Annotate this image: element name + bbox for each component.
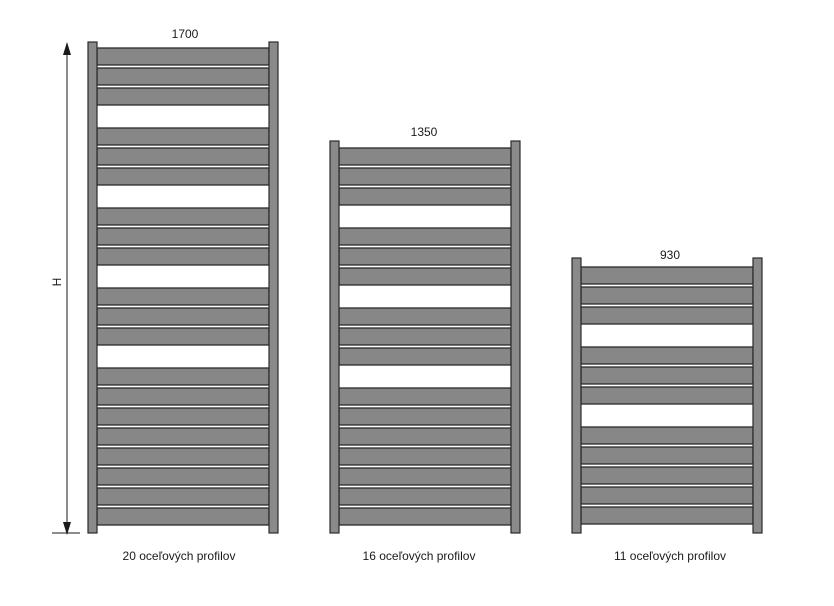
- profile-bar: [338, 327, 512, 346]
- radiator-height-label: 1350: [411, 125, 438, 139]
- profile-bars: [338, 147, 512, 526]
- profile-bar: [580, 386, 754, 405]
- left-post: [571, 257, 582, 534]
- profile-bar: [580, 466, 754, 485]
- profile-bar: [96, 307, 270, 326]
- profile-bars: [96, 47, 270, 526]
- profile-bar: [338, 347, 512, 366]
- profile-bar: [338, 487, 512, 506]
- profile-bar: [580, 486, 754, 505]
- profile-bar: [580, 346, 754, 365]
- profile-bar: [96, 367, 270, 386]
- profile-bar: [96, 327, 270, 346]
- profile-bar: [580, 446, 754, 465]
- profile-bar: [338, 227, 512, 246]
- profile-bar: [96, 447, 270, 466]
- profile-bar: [338, 407, 512, 426]
- profile-bar: [580, 366, 754, 385]
- profile-bar: [96, 407, 270, 426]
- profile-bar: [96, 207, 270, 226]
- left-post: [329, 140, 340, 534]
- radiator-930: 930 11 oceľových profilov: [571, 248, 763, 563]
- profile-bar: [580, 306, 754, 325]
- profile-bar: [96, 167, 270, 186]
- radiator-caption: 20 oceľových profilov: [123, 549, 236, 563]
- profile-bar: [338, 267, 512, 286]
- profile-bar: [96, 127, 270, 146]
- profile-bar: [96, 47, 270, 66]
- radiator-caption: 11 oceľových profilov: [614, 549, 726, 563]
- profile-bar: [96, 87, 270, 106]
- profile-bar: [96, 487, 270, 506]
- right-post: [752, 257, 763, 534]
- profile-bar: [338, 307, 512, 326]
- profile-bar: [338, 187, 512, 206]
- dimension-label: H: [50, 278, 64, 287]
- profile-bar: [96, 247, 270, 266]
- profile-bar: [338, 467, 512, 486]
- arrow-up-icon: [63, 42, 71, 55]
- profile-bar: [96, 507, 270, 526]
- profile-bar: [96, 147, 270, 166]
- right-post: [510, 140, 521, 534]
- profile-bar: [96, 287, 270, 306]
- profile-bar: [338, 147, 512, 166]
- profile-bar: [338, 167, 512, 186]
- radiator-caption: 16 oceľových profilov: [363, 549, 476, 563]
- profile-bar: [580, 266, 754, 285]
- profile-bar: [580, 426, 754, 445]
- profile-bar: [96, 467, 270, 486]
- radiator-1350: 1350 16 oceľových profilov: [329, 125, 521, 563]
- profile-bar: [338, 507, 512, 526]
- profile-bar: [580, 506, 754, 525]
- right-post: [268, 41, 279, 534]
- height-dimension: H: [50, 42, 80, 535]
- profile-bars: [580, 266, 754, 525]
- profile-bar: [338, 387, 512, 406]
- profile-bar: [338, 247, 512, 266]
- radiator-height-label: 930: [660, 248, 680, 262]
- radiator-height-label: 1700: [172, 27, 199, 41]
- arrow-down-icon: [63, 522, 71, 535]
- profile-bar: [96, 427, 270, 446]
- left-post: [87, 41, 98, 534]
- radiator-1700: 1700 20 oceľových profilov: [87, 27, 279, 563]
- profile-bar: [96, 227, 270, 246]
- profile-bar: [338, 447, 512, 466]
- profile-bar: [338, 427, 512, 446]
- profile-bar: [96, 67, 270, 86]
- profile-bar: [580, 286, 754, 305]
- profile-bar: [96, 387, 270, 406]
